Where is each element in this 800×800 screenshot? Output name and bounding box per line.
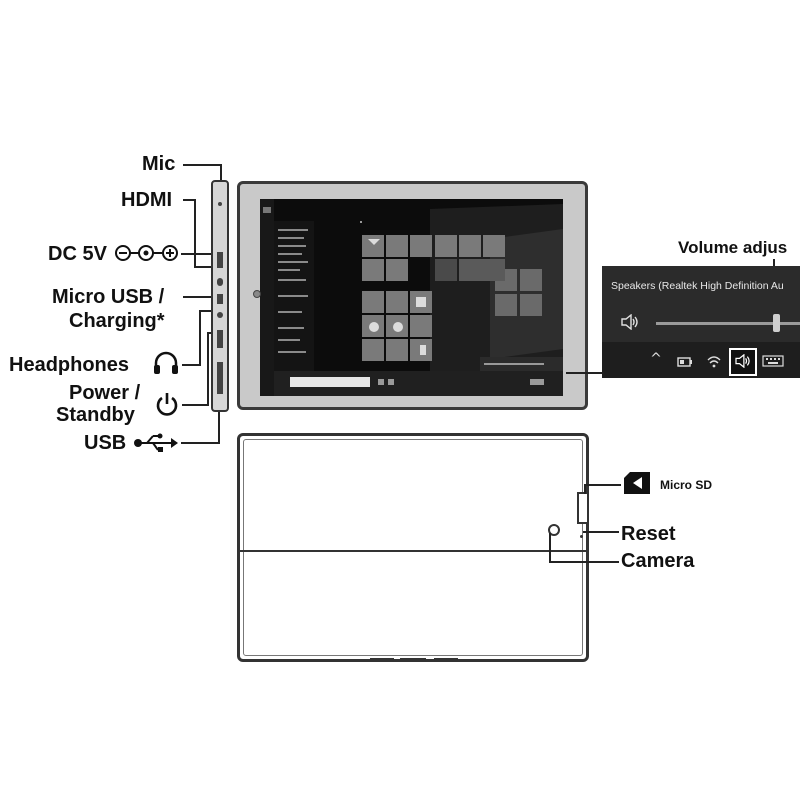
start-menu-graphic	[260, 199, 563, 396]
reset-hole[interactable]	[580, 535, 583, 538]
keyboard-icon[interactable]	[762, 355, 784, 367]
back-seam	[240, 550, 586, 552]
rear-camera	[548, 524, 560, 536]
volume-slider[interactable]	[656, 322, 800, 325]
volume-tray-button[interactable]	[729, 348, 757, 376]
usb-port	[217, 362, 223, 394]
tablet-front	[237, 181, 588, 410]
leader-headphones-v	[199, 310, 201, 366]
label-volume: Volume adjus	[678, 238, 788, 257]
leader-camera-v	[549, 533, 551, 563]
label-power: Power /	[69, 382, 141, 404]
speaker-device-name: Speakers (Realtek High Definition Au	[611, 280, 784, 292]
hdmi-port	[217, 252, 223, 268]
headphones-icon	[154, 351, 178, 374]
sd-card-icon	[624, 472, 650, 494]
tablet-back	[237, 433, 589, 662]
usb-icon	[134, 433, 178, 452]
label-usb: USB	[84, 432, 127, 454]
volume-slider-thumb[interactable]	[773, 314, 780, 332]
volume-popup: Speakers (Realtek High Definition Au ^	[602, 266, 800, 378]
power-button[interactable]	[217, 330, 223, 348]
label-hdmi: HDMI	[121, 189, 173, 211]
label-charging: Charging*	[69, 310, 165, 332]
bottom-connector-left	[370, 658, 394, 661]
label-mic: Mic	[142, 153, 176, 175]
leader-usb-v	[218, 400, 220, 444]
battery-icon[interactable]	[677, 356, 693, 368]
bottom-connector-mid	[400, 658, 426, 661]
leader-hdmi-h2	[194, 266, 220, 268]
zoom-connector	[566, 372, 604, 374]
leader-micro-sd	[585, 484, 621, 486]
speaker-tray-icon	[735, 353, 750, 369]
label-camera: Camera	[621, 550, 695, 572]
leader-hdmi-v	[194, 199, 196, 267]
label-standby: Standby	[56, 404, 135, 426]
tablet-side-edge	[211, 180, 229, 412]
label-reset: Reset	[621, 523, 676, 545]
windows-start-screen	[260, 199, 563, 396]
headphone-port	[217, 312, 223, 318]
front-camera	[253, 290, 261, 298]
wifi-icon[interactable]	[706, 354, 722, 368]
leader-headphones-h2	[199, 310, 221, 312]
leader-micro-sd-v	[584, 484, 586, 494]
leader-usb	[181, 442, 219, 444]
label-micro-sd: Micro SD	[660, 478, 713, 492]
leader-mic	[183, 164, 221, 166]
back-inner-frame	[243, 439, 583, 656]
leader-reset	[583, 531, 619, 533]
leader-power-v	[207, 332, 209, 406]
dc-port	[217, 278, 223, 286]
leader-headphones	[182, 364, 200, 366]
leader-camera	[549, 561, 619, 563]
speaker-icon	[621, 314, 638, 330]
bottom-connector-right	[434, 658, 458, 661]
leader-power	[182, 404, 208, 406]
leader-dc	[181, 253, 221, 255]
leader-microusb	[183, 296, 221, 298]
volume-header	[602, 266, 800, 342]
leader-hdmi	[183, 199, 195, 201]
power-icon	[156, 393, 178, 416]
label-micro-usb: Micro USB /	[52, 286, 165, 308]
dc-polarity-icon	[115, 245, 178, 261]
chevron-up-icon[interactable]: ^	[650, 351, 662, 367]
label-headphones: Headphones	[9, 354, 130, 376]
label-dc: DC 5V	[48, 243, 107, 265]
micro-sd-slot[interactable]	[577, 492, 589, 524]
mic-port	[218, 202, 222, 206]
micro-usb-port	[217, 294, 223, 304]
